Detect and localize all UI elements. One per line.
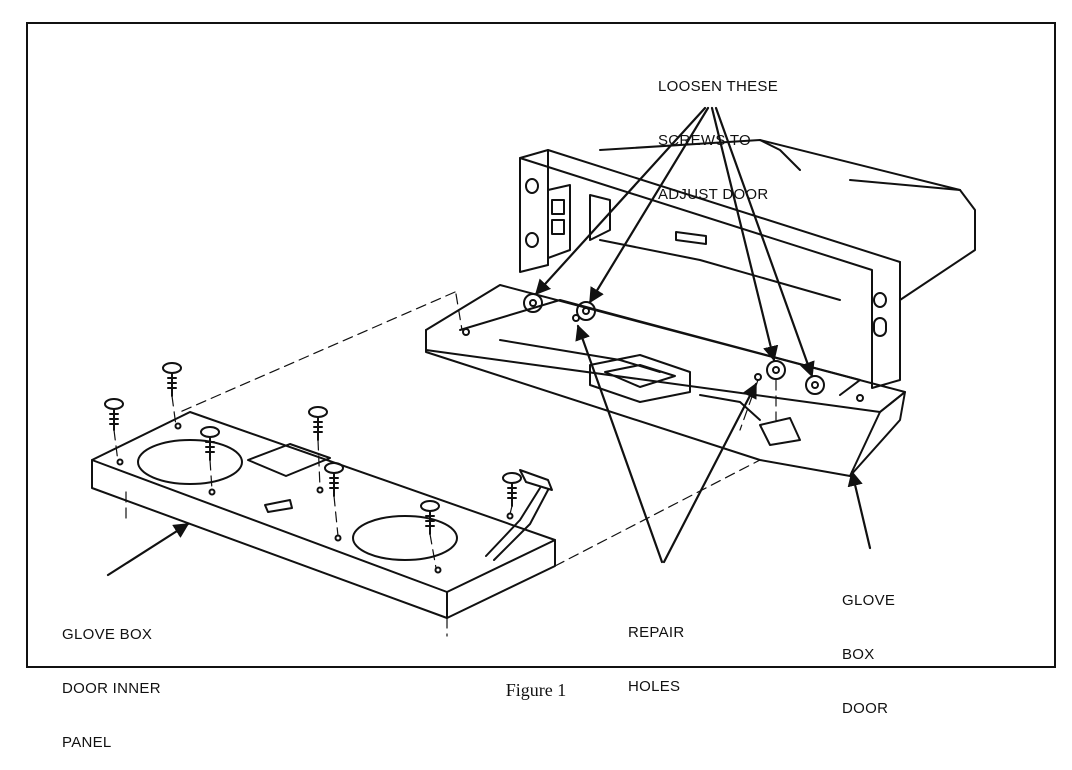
label-repair-line-1: REPAIR: [628, 624, 685, 641]
glove-box-housing: [519, 139, 976, 389]
glove-box-door: [425, 284, 906, 477]
figure-caption: Figure 1: [505, 680, 567, 700]
label-loosen-line-3: ADJUST DOOR: [658, 186, 769, 203]
label-loosen-screws: LOOSEN THESE SCREWS TO ADJUST DOOR: [658, 42, 778, 222]
glove-box-diagram: [91, 106, 976, 637]
callout-arrows: [106, 106, 872, 577]
label-door-line-2: BOX: [842, 646, 875, 663]
glove-box-inner-panel: [91, 411, 556, 619]
label-door-line-3: DOOR: [842, 700, 889, 717]
alignment-lines: [113, 291, 777, 637]
label-repair-holes: REPAIR HOLES: [628, 588, 685, 714]
label-loosen-line-1: LOOSEN THESE: [658, 78, 779, 95]
label-glove-box-door: GLOVE BOX DOOR: [842, 556, 895, 736]
label-door-line-1: GLOVE: [842, 592, 896, 609]
figure-frame: [26, 22, 1056, 668]
label-inner-panel-line-2: DOOR INNER: [62, 680, 161, 697]
panel-fasteners: [104, 362, 522, 535]
label-inner-panel-line-3: PANEL: [62, 734, 112, 751]
label-repair-line-2: HOLES: [628, 678, 681, 695]
label-inner-panel-line-1: GLOVE BOX: [62, 626, 153, 643]
label-loosen-line-2: SCREWS TO: [658, 132, 751, 149]
